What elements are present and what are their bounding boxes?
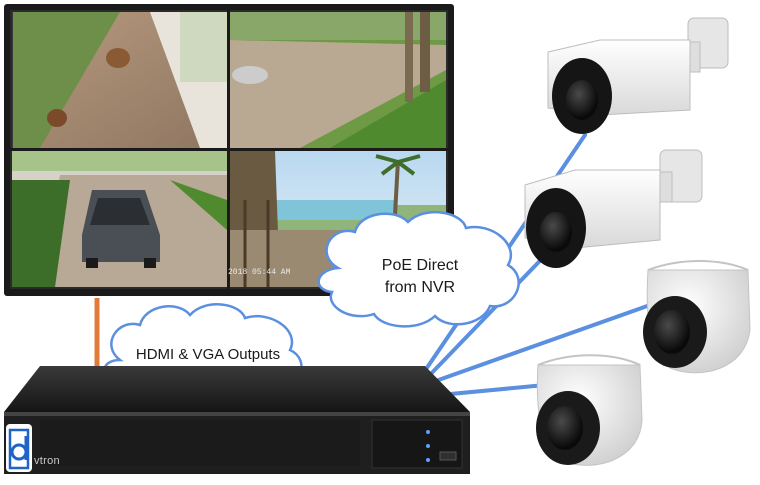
monitor xyxy=(4,4,454,296)
poe-cable-3 xyxy=(428,303,652,385)
nvr-brand-label: vtron xyxy=(34,455,60,467)
poe-direct-label: PoE Direct from NVR xyxy=(340,255,500,299)
nvr-logo-icon xyxy=(6,424,32,472)
bullet-camera-top xyxy=(547,17,729,134)
bullet-camera-middle xyxy=(524,149,703,268)
poe-cable-2 xyxy=(423,238,562,382)
poe-cloud xyxy=(317,210,520,328)
camera-feed-porch xyxy=(12,12,227,148)
camera-feed-car xyxy=(12,151,227,287)
camera-feed-driveway xyxy=(230,12,446,148)
nvr-recorder xyxy=(4,366,470,474)
poe-cable-4 xyxy=(438,383,547,397)
camera-timestamp: 2018 05:44 AM xyxy=(228,268,291,277)
hdmi-vga-outputs-label: HDMI & VGA Outputs xyxy=(135,346,281,363)
dome-camera-lower xyxy=(536,354,643,466)
dome-camera-upper xyxy=(643,260,751,374)
poe-label-line2: from NVR xyxy=(384,279,456,296)
poe-label-line1: PoE Direct xyxy=(381,257,459,274)
